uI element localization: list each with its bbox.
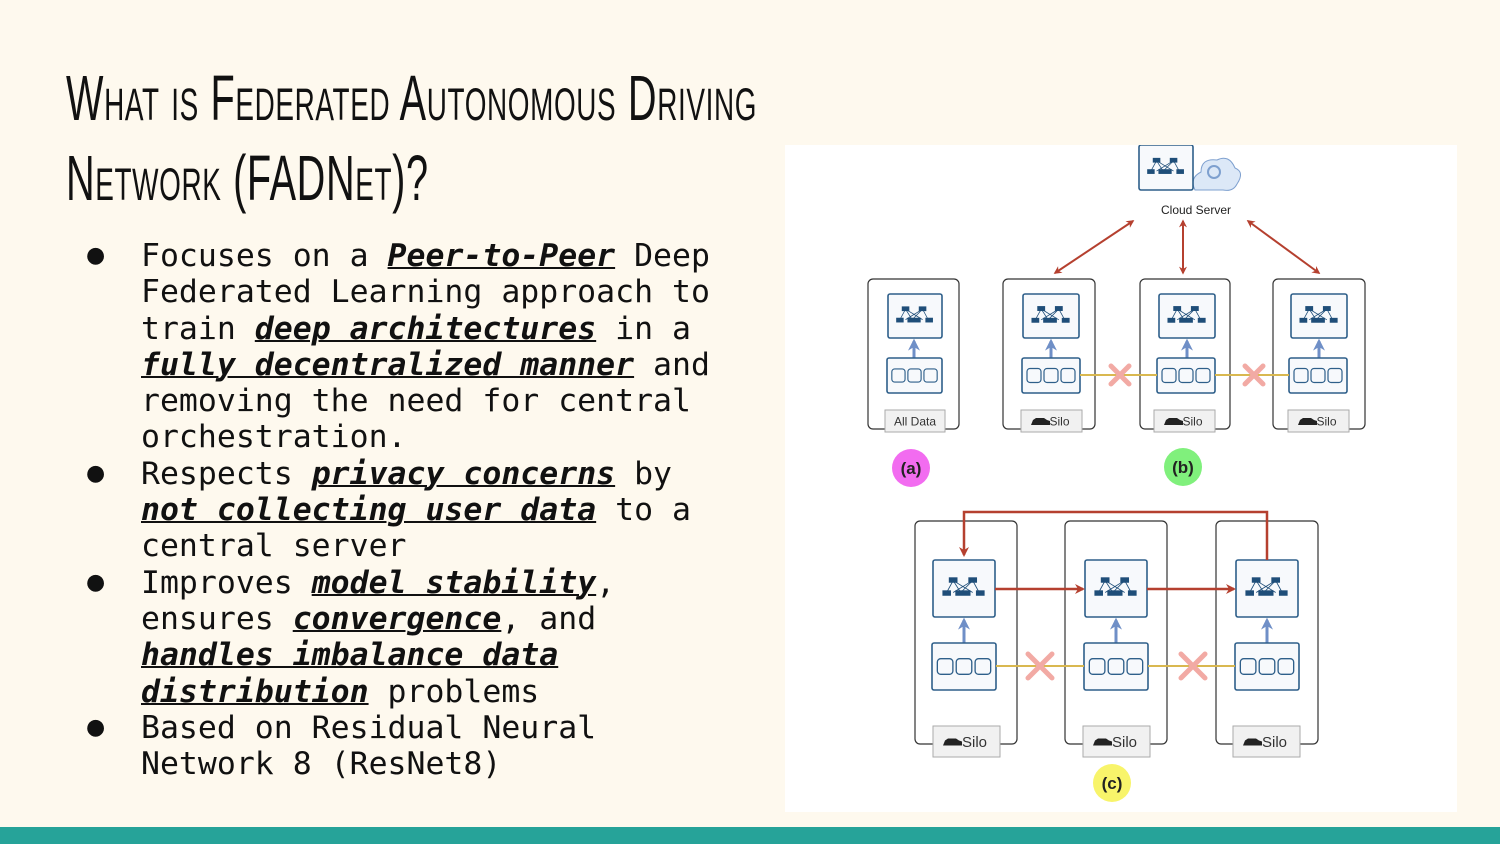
panel-label: (c) bbox=[1102, 774, 1123, 793]
ring-return-arrow-icon bbox=[959, 510, 1269, 560]
title-line-2: Network (FADNet)? bbox=[66, 142, 429, 214]
emphasized-text: privacy concerns bbox=[311, 455, 616, 492]
car-icon bbox=[1243, 738, 1262, 746]
label-box bbox=[884, 409, 946, 433]
bullet-dot-icon: ● bbox=[86, 243, 106, 268]
title-line-1: What is Federated Autonomous Driving bbox=[66, 62, 758, 134]
label-text: Silo bbox=[1049, 414, 1069, 428]
bullet-text: , and bbox=[501, 600, 597, 637]
bullet-dot-icon: ● bbox=[86, 569, 106, 595]
emphasized-text: convergence bbox=[292, 600, 502, 637]
cloud-icon bbox=[1192, 157, 1241, 191]
car-icon bbox=[1164, 418, 1183, 425]
emphasized-text: model stability bbox=[311, 564, 597, 601]
bullet-text: by bbox=[615, 455, 673, 492]
model-box bbox=[1290, 293, 1348, 339]
data-box bbox=[1234, 642, 1300, 691]
label-text: Silo bbox=[1112, 734, 1137, 751]
cloud-server-label: Cloud Server bbox=[1161, 203, 1231, 217]
bullet-text: Based on Residual Neural Network 8 (ResN… bbox=[141, 709, 597, 783]
footer-bar bbox=[0, 827, 1500, 844]
emphasized-text: fully decentralized manner bbox=[141, 346, 635, 383]
car-icon bbox=[1093, 738, 1112, 746]
panel-label: (b) bbox=[1172, 458, 1194, 477]
emphasized-text: handles imbalance data distribution bbox=[141, 637, 559, 710]
model-box bbox=[887, 293, 943, 339]
model-box bbox=[932, 559, 996, 618]
data-box bbox=[1021, 357, 1081, 394]
data-box bbox=[886, 357, 943, 394]
data-box bbox=[1083, 642, 1149, 691]
label-box bbox=[1082, 725, 1151, 758]
bullet-text: Deep Federated Learning approach to trai… bbox=[141, 238, 710, 347]
emphasized-text: deep architectures bbox=[254, 310, 597, 347]
label-text: Silo bbox=[1262, 734, 1287, 751]
model-box bbox=[1022, 293, 1080, 339]
bullet-item: ● Respects privacy concerns by not collec… bbox=[82, 456, 716, 565]
data-box bbox=[1288, 357, 1348, 394]
bullet-text: , ensures bbox=[141, 564, 616, 637]
panel-label: (a) bbox=[901, 459, 922, 478]
bidirectional-arrow-icon bbox=[1053, 220, 1135, 274]
gear-icon bbox=[1207, 165, 1221, 179]
panel-label-circle bbox=[1164, 448, 1202, 486]
model-box bbox=[1235, 559, 1299, 618]
blocked-x-icon bbox=[1178, 651, 1208, 681]
label-text: Silo bbox=[1316, 414, 1336, 428]
model-box bbox=[1158, 293, 1216, 339]
panel-label-circle bbox=[892, 449, 930, 487]
model-box bbox=[1138, 144, 1194, 191]
label-box bbox=[932, 725, 1001, 758]
silo-container bbox=[914, 520, 1018, 745]
bullet-item: ● Focuses on a Peer-to-Peer Deep Federate… bbox=[82, 238, 716, 456]
label-box bbox=[1153, 409, 1216, 433]
panel-label-circle bbox=[1093, 764, 1131, 802]
bullet-text: Respects bbox=[141, 455, 312, 492]
car-icon bbox=[943, 738, 962, 746]
bullet-text: Focuses on a bbox=[141, 238, 388, 274]
bullet-item: ● Improves model stability, ensures conve… bbox=[82, 565, 716, 710]
bullet-text: to a central server bbox=[141, 492, 691, 565]
bullet-text: problems bbox=[368, 673, 540, 710]
blocked-x-icon bbox=[1025, 651, 1055, 681]
car-icon bbox=[1298, 418, 1317, 425]
bullet-text: and removing the need for central orches… bbox=[141, 346, 710, 456]
label-text: Silo bbox=[1182, 414, 1202, 428]
bullet-dot-icon: ● bbox=[86, 460, 106, 486]
bullet-text: Improves bbox=[141, 564, 312, 601]
data-box bbox=[1156, 357, 1216, 394]
emphasized-text: Peer-to-Peer bbox=[387, 238, 616, 274]
data-box bbox=[931, 642, 997, 691]
model-box bbox=[1084, 559, 1148, 618]
blocked-x-icon bbox=[1242, 363, 1266, 387]
label-text: All Data bbox=[894, 414, 936, 428]
label-box bbox=[1232, 725, 1301, 758]
bidirectional-arrow-icon bbox=[1246, 220, 1321, 274]
car-icon bbox=[1031, 418, 1050, 425]
bullet-text: in a bbox=[596, 310, 691, 347]
bullet-list: ● Focuses on a Peer-to-Peer Deep Federate… bbox=[82, 238, 722, 782]
label-box bbox=[1020, 409, 1083, 433]
blocked-x-icon bbox=[1108, 363, 1132, 387]
slide-title: What is Federated Autonomous Driving Net… bbox=[66, 58, 758, 218]
bullet-item: ● Based on Residual Neural Network 8 (Res… bbox=[82, 710, 716, 783]
emphasized-text: not collecting user data bbox=[141, 492, 597, 529]
label-text: Silo bbox=[962, 734, 987, 751]
label-box bbox=[1287, 409, 1350, 433]
bullet-dot-icon: ● bbox=[86, 714, 106, 740]
